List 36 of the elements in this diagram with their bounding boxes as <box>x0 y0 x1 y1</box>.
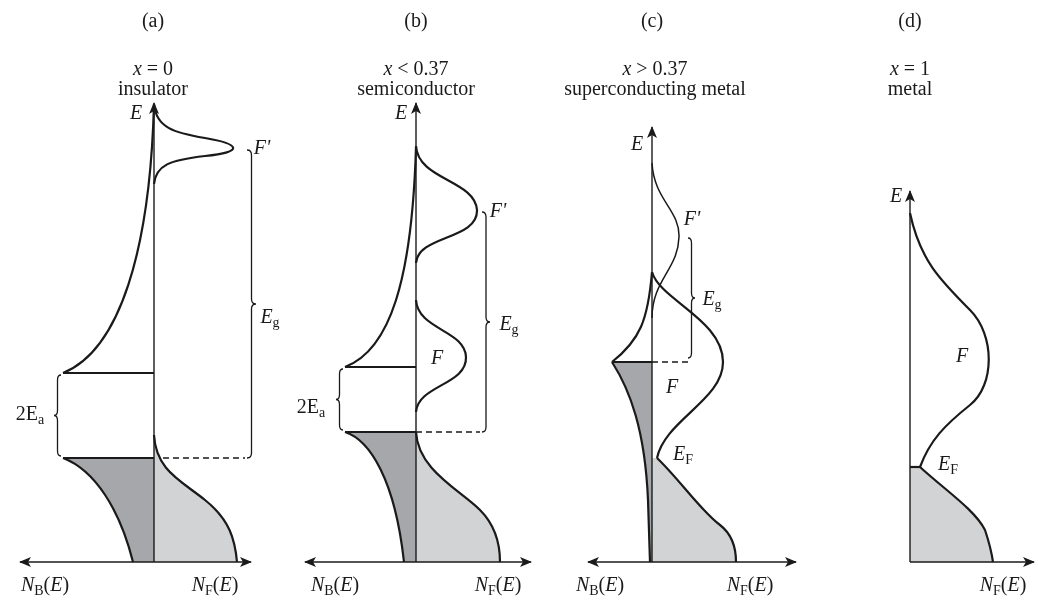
fermi-level-label: E$_{F}$ <box>673 443 693 467</box>
composition-label: x = 1 <box>889 58 931 78</box>
band-label: F <box>955 345 969 365</box>
panel-label: (b) <box>404 10 428 30</box>
composition-label: x = 0 <box>132 58 174 78</box>
axis-label: E <box>394 102 408 122</box>
phase-label: insulator <box>118 78 188 98</box>
axis-label: N$_{F}$(E) <box>474 574 522 598</box>
axis-label: N$_{B}$(E) <box>575 574 625 598</box>
composition-label: x > 0.37 <box>622 58 688 78</box>
band-label: F' <box>253 137 271 157</box>
axis-label: N$_{F}$(E) <box>191 574 239 598</box>
phase-label: semiconductor <box>357 78 475 98</box>
axis-label: E <box>630 133 644 153</box>
phase-label: metal <box>887 78 933 98</box>
phase-label: superconducting metal <box>564 78 746 98</box>
band-label: F <box>665 376 679 396</box>
fermi-level-label: E$_{F}$ <box>938 453 958 477</box>
axis-label: N$_{B}$(E) <box>20 574 70 598</box>
axis-label: N$_{B}$(E) <box>310 574 360 598</box>
band-label: F <box>430 347 444 367</box>
axis-label: N$_{F}$(E) <box>979 574 1027 598</box>
band-label: F' <box>489 200 507 220</box>
gap-label: E$_{g}$ <box>702 288 722 312</box>
axis-label: E <box>889 185 903 205</box>
panel-label: (d) <box>898 10 922 30</box>
axis-label: E <box>129 102 143 122</box>
gap-label: 2E$_{a}$ <box>15 403 45 427</box>
gap-label: 2E$_{a}$ <box>296 396 326 420</box>
gap-label: E$_{g}$ <box>260 306 280 330</box>
band-label: F' <box>683 208 701 228</box>
panel-label: (a) <box>141 10 165 30</box>
panel-label: (c) <box>640 10 664 30</box>
composition-label: x < 0.37 <box>383 58 449 78</box>
axis-label: N$_{F}$(E) <box>726 574 774 598</box>
gap-label: E$_{g}$ <box>499 313 519 337</box>
